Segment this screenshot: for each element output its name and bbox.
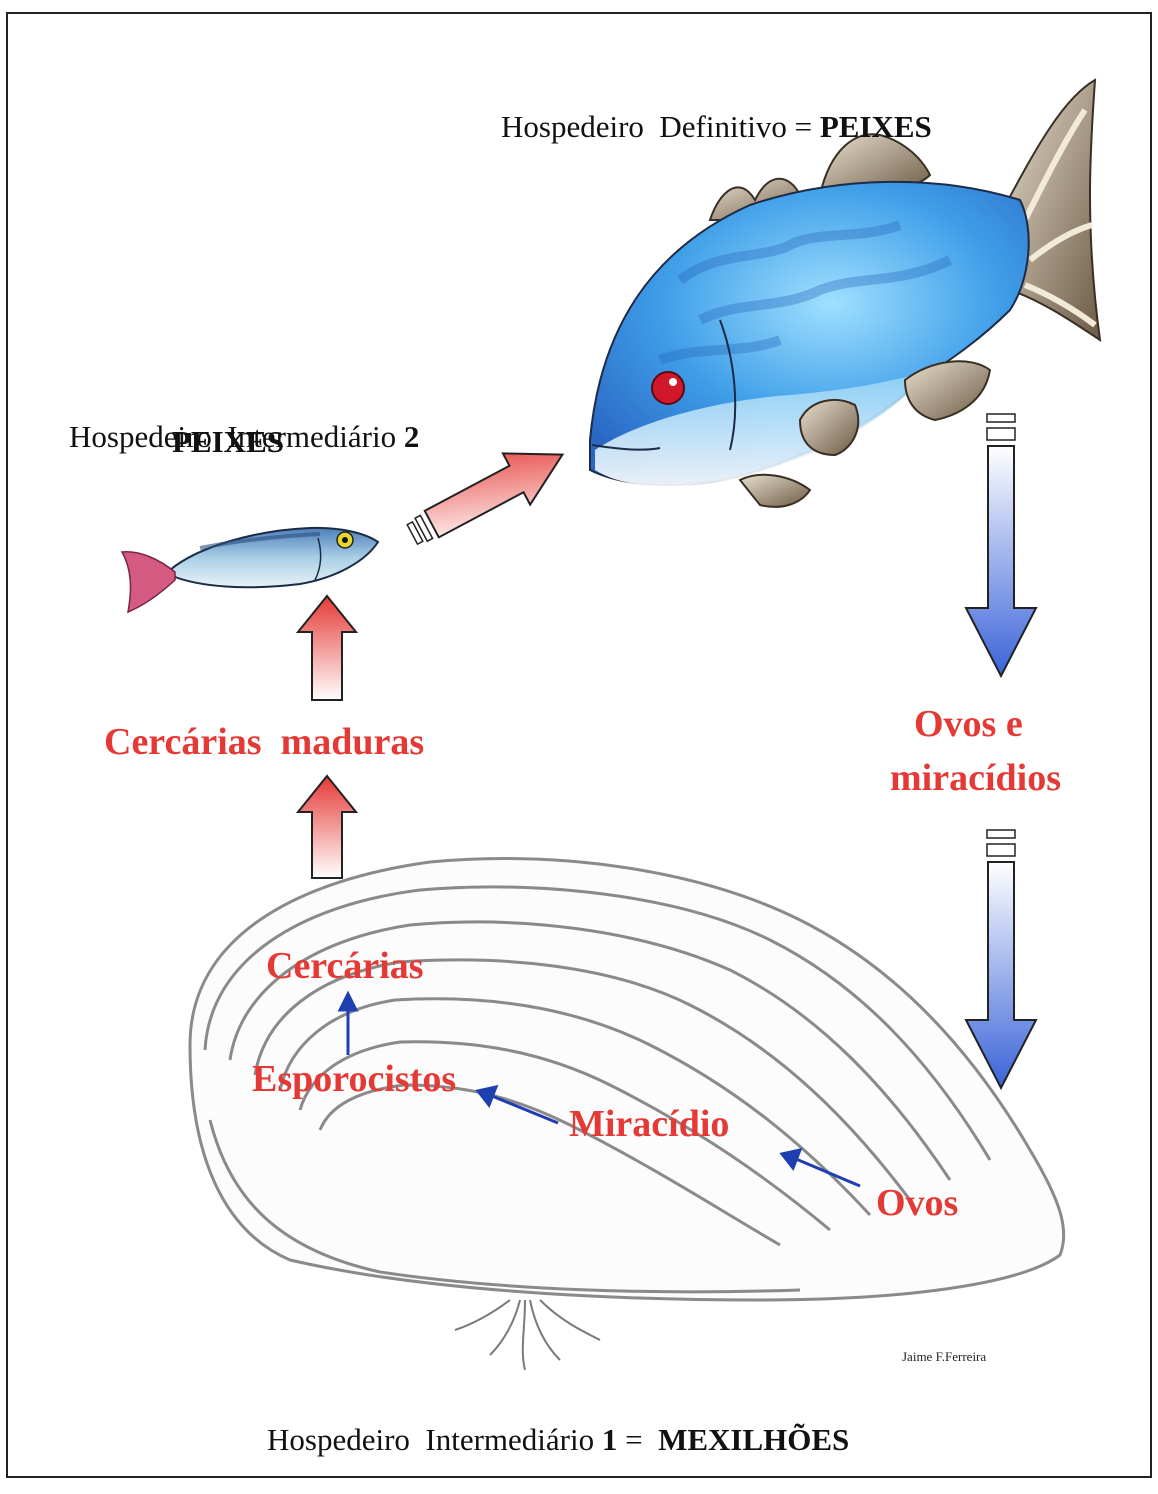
small-fish-icon	[122, 528, 378, 612]
stage-miracidio: Miracídio	[569, 1102, 729, 1146]
stage-ovos-line1: Ovos e	[914, 702, 1023, 746]
red-arrow-icon	[298, 776, 356, 878]
host-intermediate-1-number: 1	[602, 1422, 618, 1457]
host-intermediate-1-value: MEXILHÕES	[658, 1422, 849, 1457]
blue-arrow-icon	[966, 830, 1036, 1088]
blue-arrow-icon	[966, 414, 1036, 676]
stage-miracidios-line2: miracídios	[890, 756, 1061, 800]
host-intermediate-1-prefix: Hospedeiro Intermediário	[267, 1422, 602, 1457]
host-definitive-value: PEIXES	[820, 109, 932, 144]
stage-esporocistos: Esporocistos	[252, 1057, 456, 1101]
host-definitive-prefix: Hospedeiro Definitivo =	[501, 109, 820, 144]
stage-cercarias: Cercárias	[266, 944, 424, 988]
host-intermediate-2-value: PEIXES	[172, 424, 284, 460]
credit-text: Jaime F.Ferreira	[902, 1349, 986, 1365]
red-arrow-icon	[399, 429, 576, 560]
stage-cercarias-maduras: Cercárias maduras	[104, 720, 424, 764]
host-intermediate-1-equals: =	[617, 1422, 658, 1457]
host-definitive-label: Hospedeiro Definitivo = PEIXES	[470, 73, 932, 181]
host-intermediate-1-label: Hospedeiro Intermediário 1 = MEXILHÕES	[236, 1386, 849, 1494]
stage-ovos: Ovos	[876, 1181, 958, 1225]
host-intermediate-2-number: 2	[404, 419, 420, 454]
red-arrow-icon	[298, 596, 356, 700]
